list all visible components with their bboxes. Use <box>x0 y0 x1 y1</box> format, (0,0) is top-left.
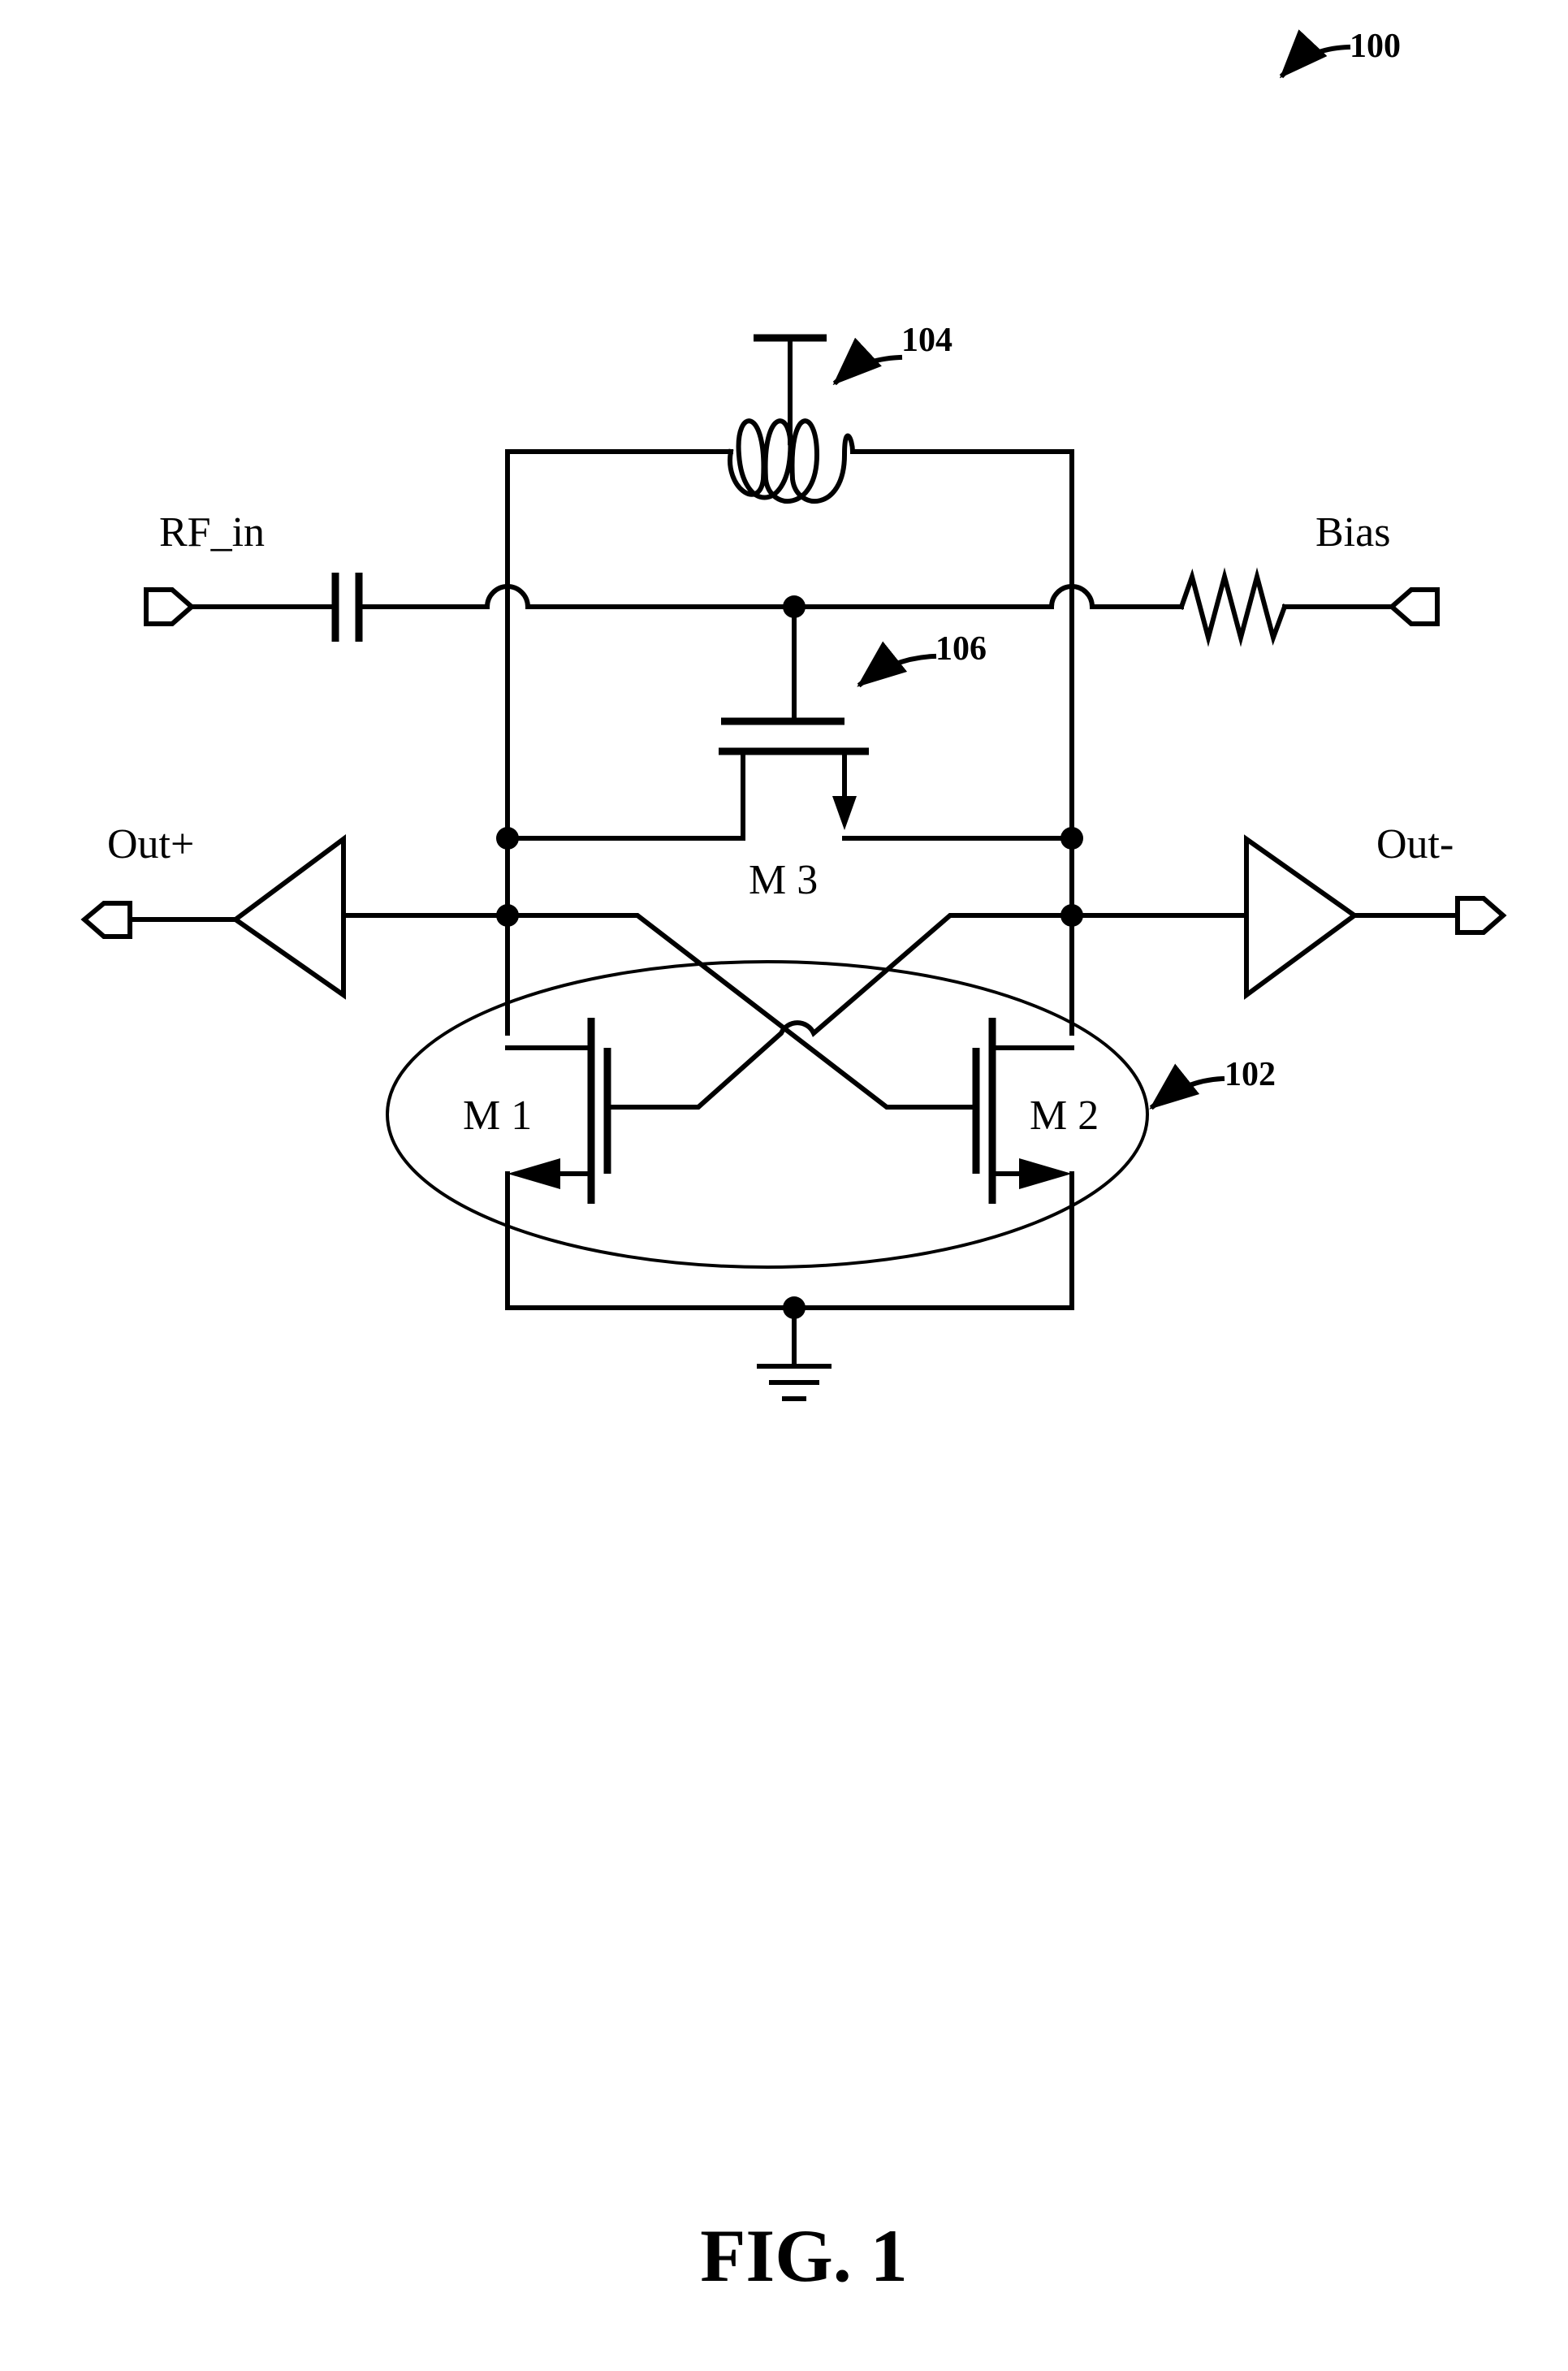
rf-in-label: RF_in <box>159 509 265 556</box>
ref-100-label: 100 <box>1350 28 1401 65</box>
figure-caption: FIG. 1 <box>700 2214 908 2297</box>
ref-102-label: 102 <box>1225 1056 1276 1093</box>
out-minus-branch: Out- <box>1060 821 1503 995</box>
m2-label: M 2 <box>1030 1092 1099 1139</box>
bias-label: Bias <box>1315 509 1390 556</box>
ground-bus <box>508 1174 1072 1399</box>
out-plus-branch: Out+ <box>84 821 519 995</box>
m3-label: M 3 <box>749 857 818 903</box>
inductor-104: 104 <box>508 322 1072 501</box>
transistor-m1: M 1 <box>463 1018 611 1308</box>
out-plus-buffer <box>235 839 343 995</box>
m1-label: M 1 <box>463 1092 532 1139</box>
out-minus-buffer <box>1246 839 1354 995</box>
out-minus-label: Out- <box>1376 821 1454 867</box>
out-plus-label: Out+ <box>107 821 194 867</box>
out-plus-terminal <box>84 903 130 937</box>
ref-106-label: 106 <box>935 630 987 668</box>
transistor-m2: M 2 <box>976 1018 1099 1204</box>
bias-line: Bias <box>487 509 1437 638</box>
rf-in-terminal <box>146 590 192 624</box>
bias-terminal <box>1392 590 1437 624</box>
ref-104-label: 104 <box>901 322 952 359</box>
transistor-m3: M 3 106 <box>496 607 1083 903</box>
rf-in-branch: RF_in <box>146 509 487 642</box>
ref-100: 100 <box>1283 28 1401 75</box>
bias-resistor <box>1181 577 1285 638</box>
out-minus-terminal <box>1458 898 1503 932</box>
